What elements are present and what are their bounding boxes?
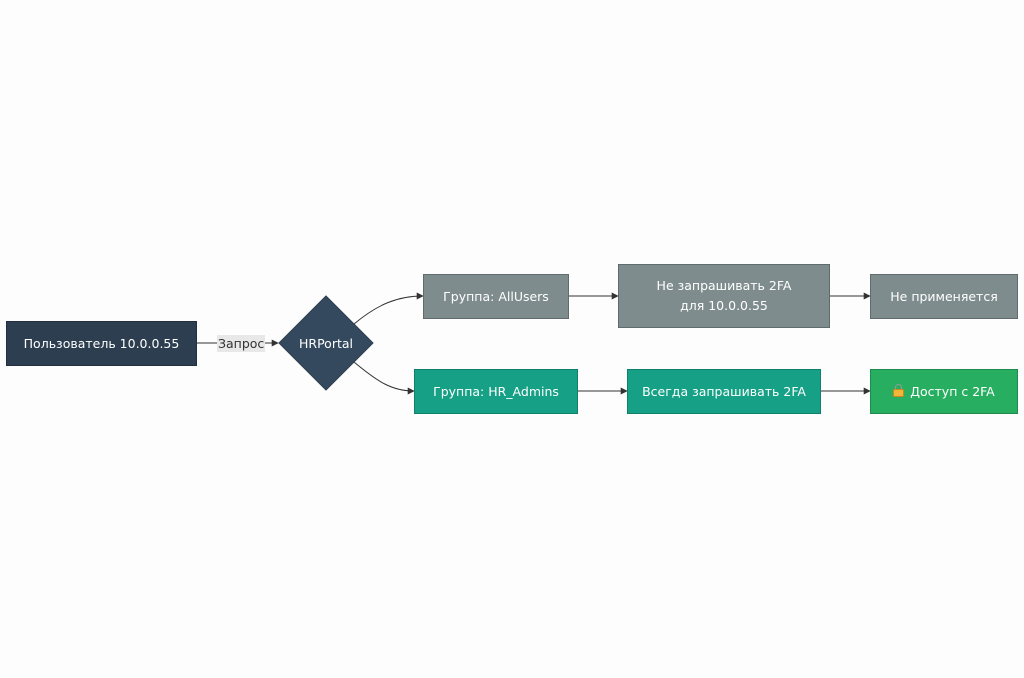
node-not-applied[interactable]: Не применяется [870,274,1018,319]
node-group-hradmins-label: Группа: HR_Admins [433,383,559,399]
node-access-2fa-content: Доступ с 2FA [887,382,1001,402]
node-always-2fa-label: Всегда запрашивать 2FA [642,383,806,399]
node-user[interactable]: Пользователь 10.0.0.55 [6,321,197,366]
node-hrportal[interactable]: HRPortal [278,295,374,391]
edge-hrportal-to-allusers [353,292,424,325]
node-group-allusers[interactable]: Группа: AllUsers [423,274,569,319]
node-not-applied-label: Не применяется [890,288,998,304]
node-access-2fa[interactable]: Доступ с 2FA [870,369,1018,414]
node-hrportal-label: HRPortal [299,335,353,351]
node-group-hradmins[interactable]: Группа: HR_Admins [414,369,578,414]
node-no-2fa[interactable]: Не запрашивать 2FA для 10.0.0.55 [618,264,830,328]
lock-icon [893,383,905,397]
node-no-2fa-label: Не запрашивать 2FA для 10.0.0.55 [656,278,792,313]
node-group-allusers-label: Группа: AllUsers [443,288,549,304]
node-access-2fa-label: Доступ с 2FA [910,383,995,399]
edge-label-request: Запрос [217,335,266,352]
decision-diamond-shape [278,295,374,391]
node-user-label: Пользователь 10.0.0.55 [23,335,180,351]
edge-hrportal-to-hradmins [353,361,415,395]
node-always-2fa[interactable]: Всегда запрашивать 2FA [627,369,821,414]
